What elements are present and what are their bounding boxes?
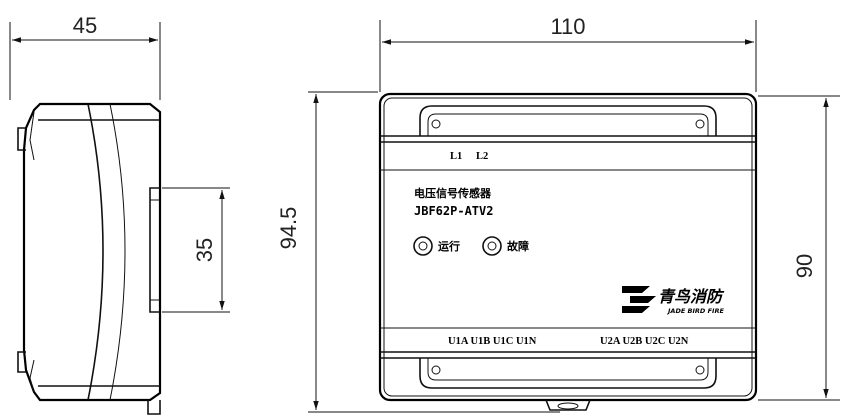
device-model: JBF62P-ATV2 <box>414 204 493 218</box>
led-run-label: 运行 <box>438 239 460 253</box>
dim-total-height: 94.5 <box>276 207 301 250</box>
led-run-indicator <box>413 236 433 256</box>
dim-rail-height: 35 <box>192 238 217 262</box>
terminals-u1: U1A U1B U1C U1N <box>448 336 537 347</box>
led-fault-label: 故障 <box>507 239 529 253</box>
dim-front-width: 110 <box>550 14 585 39</box>
brand-name-cn: 青鸟消防 <box>658 287 725 306</box>
side-view: 45 35 <box>9 13 230 415</box>
brand-logo: 青鸟消防 JADE BIRD FIRE <box>622 286 725 315</box>
device-name: 电压信号传感器 <box>414 186 492 200</box>
led-fault-indicator <box>482 236 502 256</box>
input-l2-label: L2 <box>476 151 488 162</box>
brand-name-en: JADE BIRD FIRE <box>666 307 724 315</box>
dim-body-height: 90 <box>792 254 817 278</box>
dim-side-width: 45 <box>73 13 97 38</box>
terminals-u2: U2A U2B U2C U2N <box>600 336 689 347</box>
input-l1-label: L1 <box>450 151 462 162</box>
front-view: 110 94.5 90 L1 L2 <box>276 14 840 413</box>
